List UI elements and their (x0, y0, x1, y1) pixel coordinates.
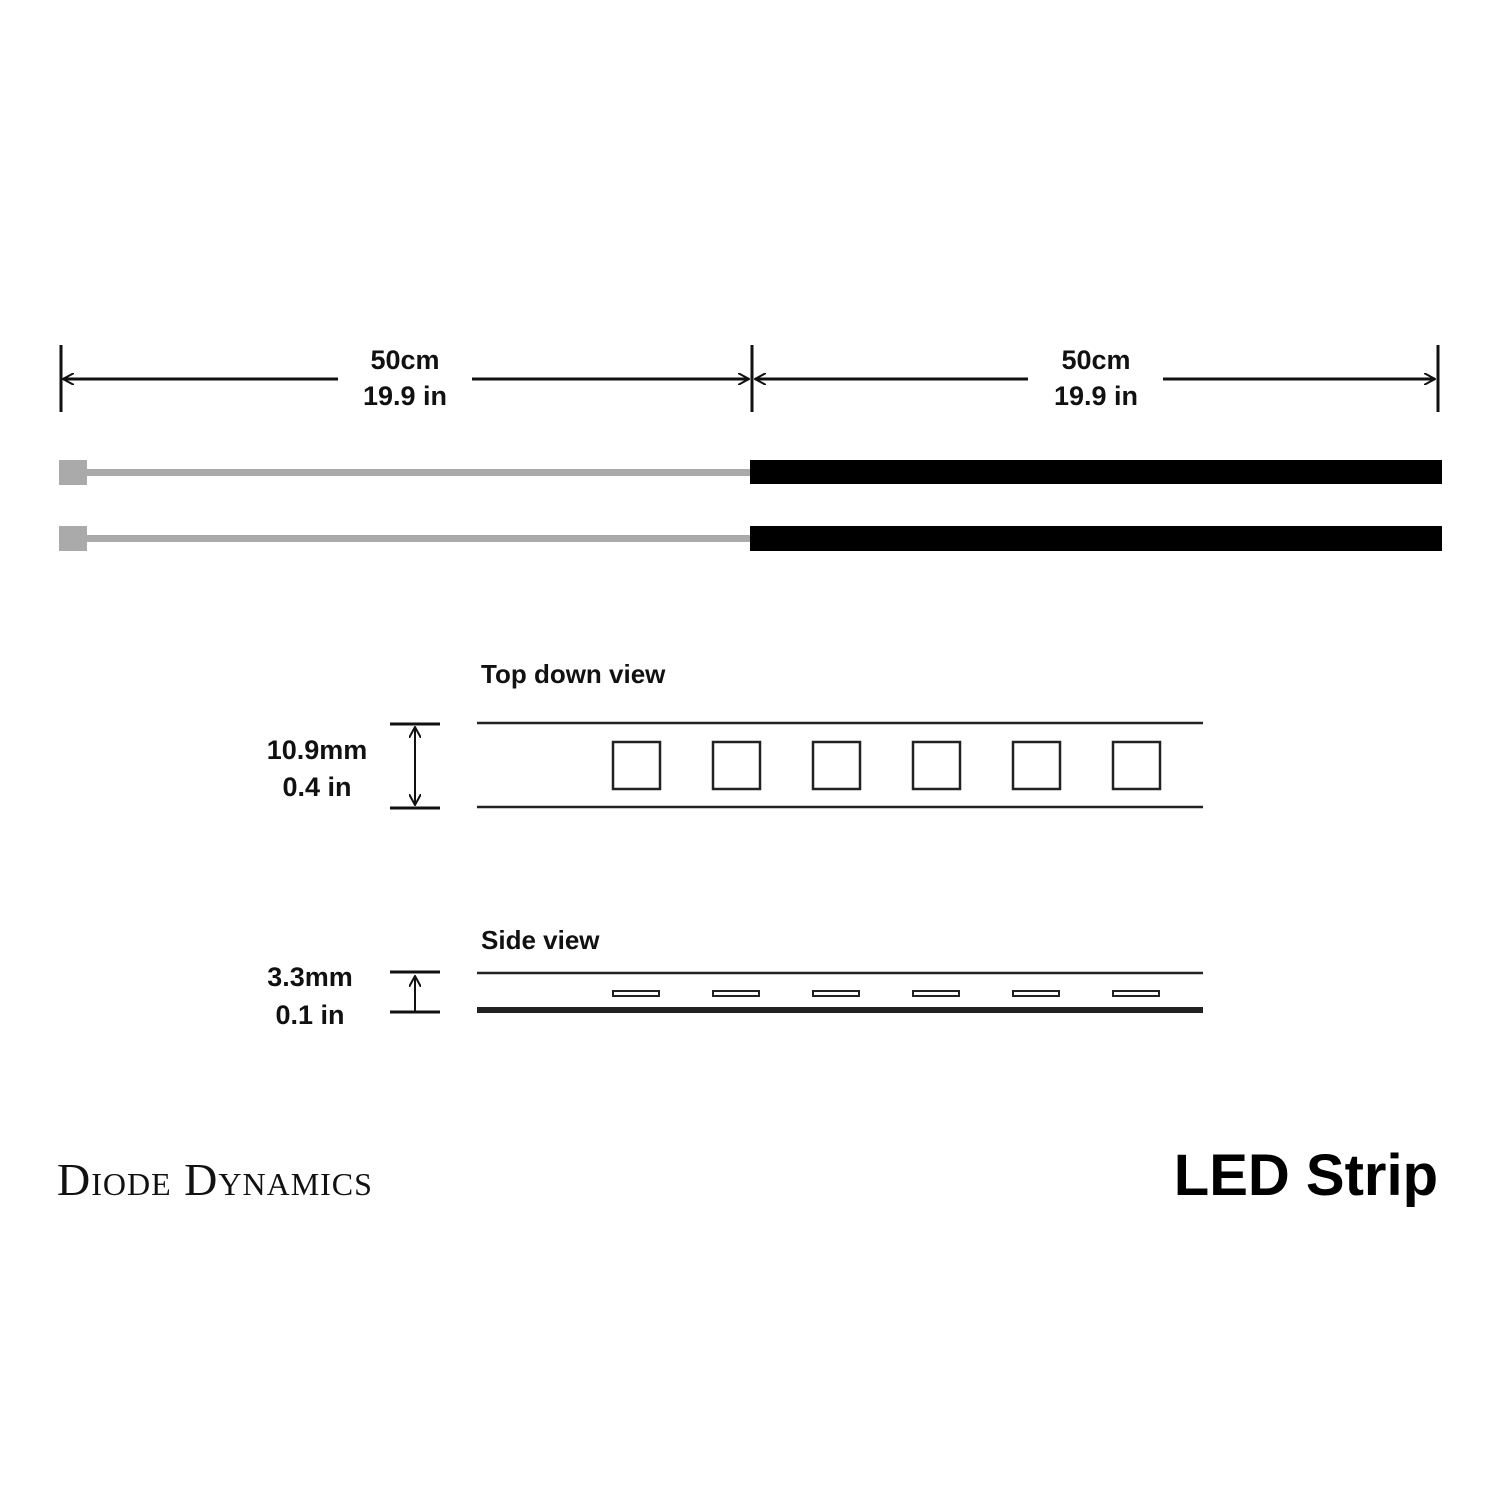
led-chip (611, 740, 662, 791)
led-strip-body (750, 460, 1442, 484)
led-chip (1111, 740, 1162, 791)
led-chip (711, 740, 762, 791)
cable (87, 535, 751, 542)
width-dimension (390, 722, 440, 810)
brand-logo: Diode Dynamics (57, 1154, 373, 1205)
cable (87, 469, 751, 476)
led-chip (911, 740, 962, 791)
led-chip (811, 740, 862, 791)
length-dimension-right (750, 345, 1440, 412)
led-chip (1011, 740, 1062, 791)
led-chip (912, 990, 960, 997)
led-chip (812, 990, 860, 997)
top-view-label: Top down view (481, 659, 666, 689)
led-chip (1112, 990, 1160, 997)
top-view-strip (477, 721, 1203, 809)
height-dimension (390, 970, 440, 1014)
width-metric: 10.9mm (267, 735, 368, 765)
height-metric: 3.3mm (267, 962, 353, 992)
led-strip-body (750, 526, 1442, 551)
left-length-metric: 50cm (370, 345, 439, 375)
side-view-label: Side view (481, 925, 600, 955)
right-length-imperial: 19.9 in (1054, 381, 1138, 411)
product-title: LED Strip (1174, 1143, 1438, 1208)
led-chip (712, 990, 760, 997)
strip-2 (59, 526, 1442, 551)
side-view-strip (477, 971, 1203, 1013)
width-imperial: 0.4 in (282, 772, 351, 802)
led-chip (612, 990, 660, 997)
right-length-metric: 50cm (1061, 345, 1130, 375)
led-chip (1012, 990, 1060, 997)
length-dimension-left (59, 345, 749, 412)
height-imperial: 0.1 in (275, 1000, 344, 1030)
left-length-imperial: 19.9 in (363, 381, 447, 411)
connector (59, 526, 87, 551)
strip-1 (59, 460, 1442, 485)
connector (59, 460, 87, 485)
